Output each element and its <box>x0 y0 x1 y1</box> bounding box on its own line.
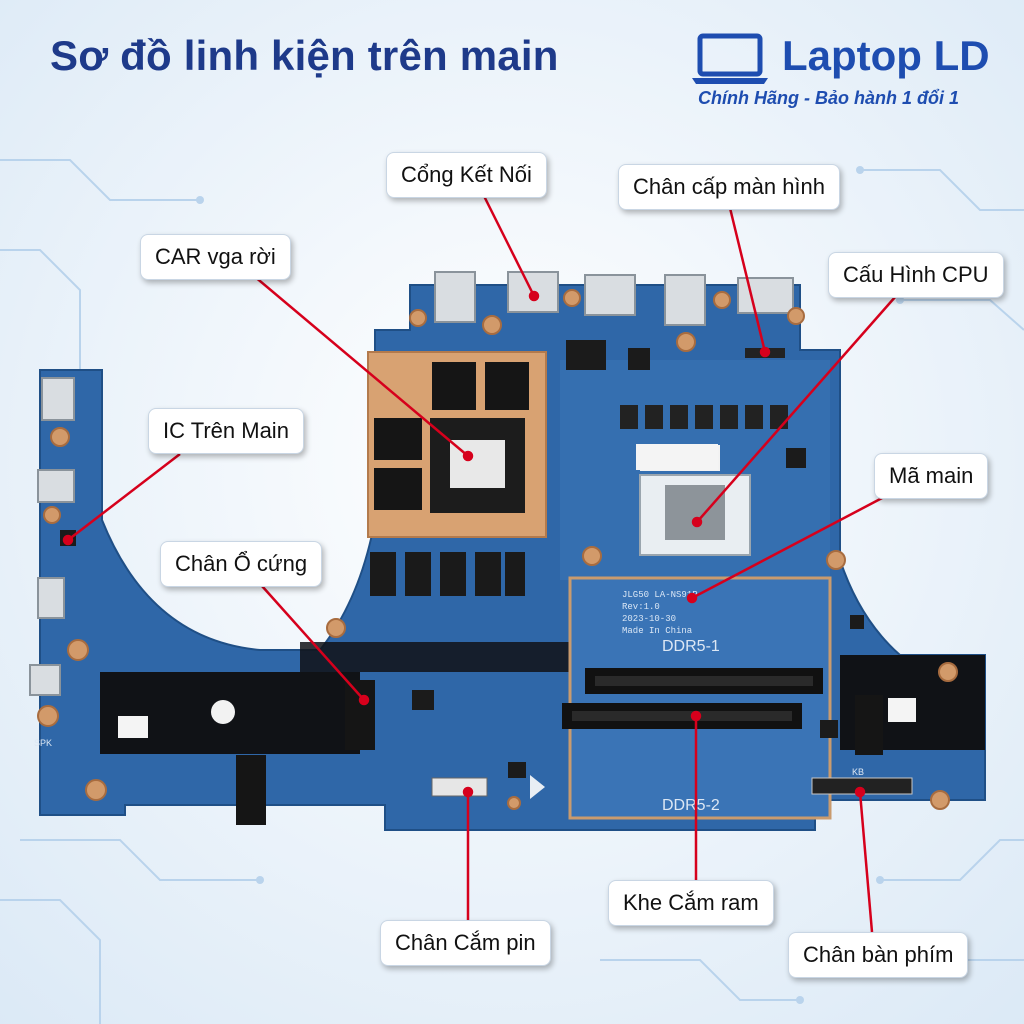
leader-chan-ban-phim <box>858 791 874 933</box>
spk-label: SPK <box>34 738 52 748</box>
board-model-text: JLG50 LA-NS91P <box>622 590 698 600</box>
kb-label: KB <box>852 767 864 777</box>
callout-chan-cam-pin: Chân Cắm pin <box>380 920 551 966</box>
leader-chan-o-cung <box>261 585 365 701</box>
leader-ic-tren-main <box>67 453 181 541</box>
callout-chan-ban-phim: Chân bàn phím <box>788 932 969 978</box>
callout-cau-hinh-cpu: Cấu Hình CPU <box>828 252 1004 298</box>
callout-chan-cap-man-hinh: Chân cấp màn hình <box>618 164 841 210</box>
board-origin-text: Made In China <box>622 626 693 636</box>
callout-khe-cam-ram: Khe Cắm ram <box>608 880 774 926</box>
ram-slot-area <box>568 576 832 820</box>
brand-name: Laptop LD <box>782 32 990 79</box>
leader-ma-main <box>691 495 885 600</box>
battery-connector <box>431 777 488 797</box>
leader-cau-hinh-cpu <box>696 295 897 523</box>
callout-ic-tren-main: IC Trên Main <box>148 408 304 454</box>
callout-chan-o-cung: Chân Ổ cứng <box>160 541 323 587</box>
page-title: Sơ đồ linh kiện trên main <box>50 32 559 79</box>
leader-chan-cap-man-hinh <box>728 207 767 353</box>
ddr5-2-label: DDR5-2 <box>662 797 720 814</box>
laptop-icon <box>692 33 768 84</box>
board-date-text: 2023-10-30 <box>622 614 676 624</box>
leader-cong-ket-noi <box>482 195 536 297</box>
ddr5-1-label: DDR5-1 <box>662 638 720 655</box>
callout-car-vga-roi: CAR vga rời <box>140 234 291 280</box>
leader-car-vga-roi <box>253 275 469 457</box>
board-rev-text: Rev:1.0 <box>622 602 660 612</box>
callout-ma-main: Mã main <box>874 453 989 499</box>
brand-logo: Laptop LD Chính Hãng - Bảo hành 1 đổi 1 <box>690 28 1010 118</box>
brand-tagline: Chính Hãng - Bảo hành 1 đổi 1 <box>698 88 959 108</box>
callout-cong-ket-noi: Cổng Kết Nối <box>386 152 547 198</box>
